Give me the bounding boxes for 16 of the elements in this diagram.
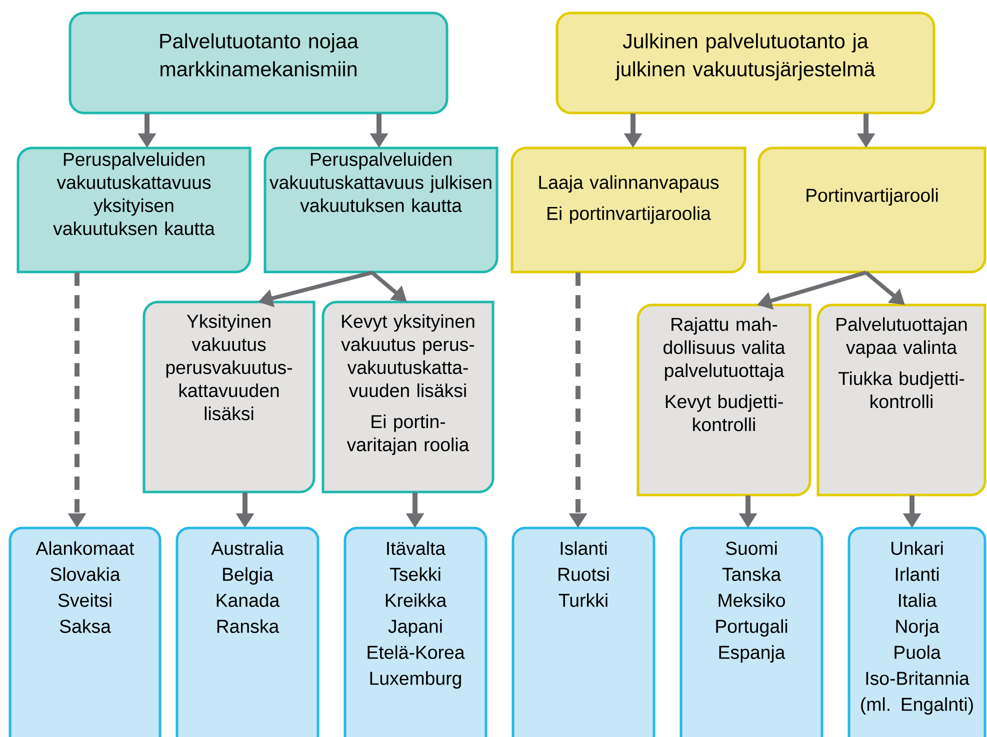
category-box: Julkinen palvelutuotanto ja julkinen vakuutusjärjestelmä	[556, 12, 936, 114]
country-list-box: Alankomaat Slovakia Sveitsi Saksa	[8, 526, 162, 737]
subcategory-box: Peruspalveluiden vakuutuskattavuus yksityisen vakuutuksen kautta	[16, 146, 252, 274]
subcategory-box: Peruspalveluiden vakuutuskattavuus julkisen vakuutuksen kautta	[264, 146, 498, 274]
country-list-box: Suomi Tanska Meksiko Portugali Espanja	[680, 526, 824, 737]
country-list-box: Unkari Irlanti Italia Norja Puola Iso-Britannia (ml. Engalnti)	[848, 526, 986, 737]
option-box: Rajattu mah- dollisuus valita palvelutuottaja Kevyt budjetti- kontrolli	[636, 304, 812, 496]
country-list-box: Islanti Ruotsi Turkki	[512, 526, 656, 737]
category-box: Palvelutuotanto nojaa markkinamekanismiin	[68, 12, 448, 114]
option-box: Kevyt yksityinen vakuutus perus- vakuutuskatta- vuuden lisäksi Ei portin- varitajan roolia	[322, 300, 494, 494]
subcategory-box: Portinvartijarooli	[758, 146, 986, 274]
country-list-box: Itävalta Tsekki Kreikka Japani Etelä-Korea Luxemburg	[344, 526, 488, 737]
subcategory-box: Laaja valinnanvapaus Ei portinvartijaroolia	[510, 146, 746, 274]
option-box: Palvelutuottajan vapaa valinta Tiukka budjetti- kontrolli	[816, 304, 986, 496]
country-list-box: Australia Belgia Kanada Ranska	[176, 526, 320, 737]
option-box: Yksityinen vakuutus perusvakuutus- kattavuuden lisäksi	[142, 300, 316, 494]
